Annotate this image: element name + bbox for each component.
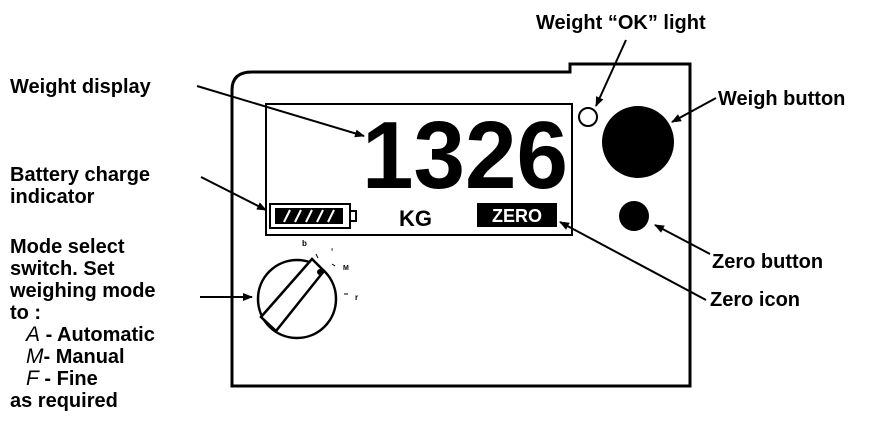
mode-f-letter: F bbox=[26, 367, 39, 390]
weight-ok-light bbox=[578, 107, 598, 127]
dial-tick-m: M bbox=[343, 265, 349, 272]
arrow-zero-icon bbox=[559, 221, 707, 301]
mode-f-text: - Fine bbox=[38, 368, 98, 390]
arrow-battery bbox=[200, 176, 267, 211]
label-mode-line4: to : bbox=[10, 302, 42, 324]
label-zero-button: Zero button bbox=[712, 251, 824, 273]
label-mode-line3: weighing mode bbox=[10, 280, 156, 302]
label-battery-indicator: Battery charge indicator bbox=[10, 164, 150, 208]
unit-label: KG bbox=[399, 206, 432, 231]
arrow-weigh-button bbox=[671, 97, 717, 123]
label-weigh-button: Weigh button bbox=[718, 88, 846, 110]
label-battery-line1: Battery charge bbox=[10, 164, 151, 186]
label-battery-line2: indicator bbox=[10, 186, 95, 208]
arrow-weight-display bbox=[196, 85, 365, 138]
arrow-zero-button bbox=[654, 224, 711, 255]
label-mode-footer: as required bbox=[10, 390, 118, 412]
dial-tick-b: b bbox=[302, 239, 307, 248]
zero-badge-text: ZERO bbox=[492, 206, 542, 226]
battery-icon bbox=[269, 203, 357, 229]
label-mode-line1: Mode select bbox=[10, 236, 125, 258]
label-mode-manual: M- Manual bbox=[10, 345, 156, 369]
zero-badge-background bbox=[477, 203, 557, 227]
zero-button[interactable] bbox=[619, 201, 649, 231]
arrow-ok-light bbox=[595, 39, 627, 107]
weigh-button[interactable] bbox=[602, 106, 674, 178]
mode-select-dial[interactable]: b ‘ M r bbox=[256, 239, 358, 340]
label-zero-icon: Zero icon bbox=[710, 289, 801, 311]
label-mode-fine: F - Fine bbox=[10, 367, 156, 391]
weight-reading: 1326 bbox=[362, 102, 568, 209]
mode-a-letter: A bbox=[26, 323, 41, 346]
label-weight-ok-light: Weight “OK” light bbox=[536, 12, 706, 34]
label-mode-line2: switch. Set bbox=[10, 258, 115, 280]
mode-m-text: - Manual bbox=[43, 346, 125, 368]
label-mode-select: Mode select switch. Set weighing mode to… bbox=[10, 236, 156, 412]
dial-tick-a: ‘ bbox=[331, 247, 333, 256]
label-mode-automatic: A - Automatic bbox=[10, 323, 156, 347]
mode-a-text: - Automatic bbox=[40, 324, 155, 346]
dial-tick-f: r bbox=[355, 293, 358, 302]
mode-m-letter: M bbox=[26, 345, 44, 368]
label-weight-display: Weight display bbox=[10, 76, 151, 98]
